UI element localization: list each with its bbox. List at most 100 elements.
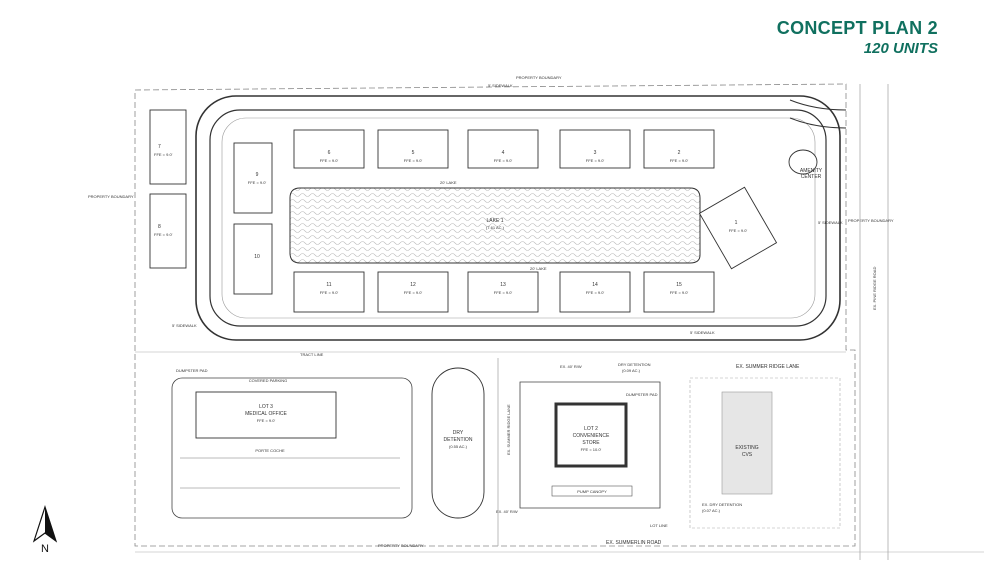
summer-ridge-lane-vertical-label: EX. SUMMER RIDGE LANE bbox=[506, 404, 511, 455]
sidewalk-left: 5' SIDEWALK bbox=[172, 323, 197, 328]
property-boundary-left: PROPERTY BOUNDARY bbox=[88, 194, 134, 199]
pump-canopy-label: PUMP CANOPY bbox=[577, 489, 607, 494]
property-boundary-right: PROPERTY BOUNDARY bbox=[848, 218, 894, 223]
lot-2-parking bbox=[519, 381, 661, 509]
lot-3-label: LOT 3 bbox=[259, 404, 273, 410]
building-1-group bbox=[698, 186, 778, 270]
building-4 bbox=[467, 129, 539, 169]
covered-parking-label: COVERED PARKING bbox=[249, 378, 288, 383]
building-13-ffe: FFE = 9.0' bbox=[494, 290, 513, 295]
ex-dry-detention-label: EX. DRY DETENTION bbox=[702, 502, 742, 507]
medical-parking-stripes bbox=[180, 457, 400, 489]
building-9-number: 9 bbox=[256, 172, 259, 178]
building-5-number: 5 bbox=[412, 150, 415, 156]
building-3-ffe: FFE = 9.0' bbox=[586, 158, 605, 163]
store-label: STORE bbox=[582, 440, 600, 446]
loop-road-outer bbox=[195, 95, 841, 341]
dry-detention-label: DRY bbox=[453, 430, 464, 436]
building-6-ffe: FFE = 9.0' bbox=[320, 158, 339, 163]
plan-subtitle: 120 UNITS bbox=[863, 40, 938, 57]
building-2-ffe: FFE = 9.0' bbox=[670, 158, 689, 163]
building-7-number: 7 bbox=[158, 144, 161, 150]
store-ffe: FFE = 10.0' bbox=[581, 447, 602, 452]
building-8-ffe: FFE = 9.0' bbox=[154, 232, 173, 237]
building-11-ffe: FFE = 9.0' bbox=[320, 290, 339, 295]
building-14 bbox=[559, 271, 631, 313]
building-13 bbox=[467, 271, 539, 313]
building-14-number: 14 bbox=[592, 282, 598, 288]
loop-sidewalk bbox=[221, 117, 816, 319]
north-arrow-icon bbox=[32, 505, 58, 543]
amenity-label: AMENITY bbox=[800, 168, 823, 174]
ex-dry-detention-area: (0.07 AC.) bbox=[702, 508, 721, 513]
tract-line-label: TRACT LINE bbox=[300, 352, 324, 357]
existing-cvs-building bbox=[721, 391, 773, 495]
summer-ridge-lane-label: EX. SUMMER RIDGE LANE bbox=[736, 364, 800, 370]
building-1-number: 1 bbox=[735, 220, 738, 226]
amenity-label-2: CENTER bbox=[801, 174, 822, 180]
sidewalk-bottom: 5' SIDEWALK bbox=[690, 330, 715, 335]
row-label-bottom: EX. 40' R/W bbox=[496, 509, 518, 514]
building-8 bbox=[149, 193, 187, 269]
loop-road-inner bbox=[209, 109, 827, 327]
dumpster-pad-label: DUMPSTER PAD bbox=[176, 368, 208, 373]
property-boundary-line bbox=[134, 83, 856, 547]
dry-detention-label-2: DETENTION bbox=[444, 437, 473, 443]
building-11 bbox=[293, 271, 365, 313]
building-15 bbox=[643, 271, 715, 313]
lot-2-label: LOT 2 bbox=[584, 426, 598, 432]
building-5-ffe: FFE = 9.0' bbox=[404, 158, 423, 163]
building-6 bbox=[293, 129, 365, 169]
entry-drive bbox=[789, 99, 847, 129]
building-4-number: 4 bbox=[502, 150, 505, 156]
dry-detention-pond bbox=[431, 367, 485, 519]
plan-title-block: CONCEPT PLAN 2 120 UNITS bbox=[777, 18, 938, 57]
plan-title: CONCEPT PLAN 2 bbox=[776, 18, 938, 38]
medical-office-building bbox=[195, 391, 337, 439]
row-label: EX. 40' R/W bbox=[560, 364, 582, 369]
porte-coche-label: PORTE COCHE bbox=[255, 448, 285, 453]
bottom-building-row: 11 12 13 14 15 FFE = 9.0' FFE = 9.0' FFE… bbox=[293, 271, 715, 313]
building-12-ffe: FFE = 9.0' bbox=[404, 290, 423, 295]
dry-detention-top-area: (0.09 AC.) bbox=[622, 368, 641, 373]
building-11-number: 11 bbox=[326, 282, 331, 288]
building-12-number: 12 bbox=[410, 282, 416, 288]
building-9-ffe: FFE = 9.0' bbox=[248, 180, 267, 185]
medical-office-label: MEDICAL OFFICE bbox=[245, 411, 287, 417]
building-12 bbox=[377, 271, 449, 313]
building-4-ffe: FFE = 9.0' bbox=[494, 158, 513, 163]
building-6-number: 6 bbox=[328, 150, 331, 156]
pump-canopy bbox=[551, 485, 633, 497]
building-15-number: 15 bbox=[676, 282, 682, 288]
convenience-label: CONVENIENCE bbox=[573, 433, 610, 439]
lake-dimension-bottom: 20' LAKE bbox=[530, 266, 547, 271]
building-15-ffe: FFE = 9.0' bbox=[670, 290, 689, 295]
building-13-number: 13 bbox=[500, 282, 506, 288]
building-7 bbox=[149, 109, 187, 185]
building-9 bbox=[233, 142, 273, 214]
lake-label: LAKE 1 bbox=[487, 218, 504, 224]
building-10-number: 10 bbox=[254, 254, 260, 260]
convenience-store-building bbox=[554, 402, 628, 468]
cvs-label: CVS bbox=[742, 452, 753, 458]
lake-1 bbox=[289, 187, 701, 264]
building-14-ffe: FFE = 9.0' bbox=[586, 290, 605, 295]
building-2 bbox=[643, 129, 715, 169]
building-3 bbox=[559, 129, 631, 169]
building-2-number: 2 bbox=[678, 150, 681, 156]
cvs-parking-area bbox=[689, 377, 841, 529]
building-8-number: 8 bbox=[158, 224, 161, 230]
dry-detention-top-label: DRY DETENTION bbox=[618, 362, 651, 367]
building-5 bbox=[377, 129, 449, 169]
building-3-number: 3 bbox=[594, 150, 597, 156]
dumpster-pad-lot2-label: DUMPSTER PAD bbox=[626, 392, 658, 397]
north-label: N bbox=[41, 543, 49, 555]
medical-ffe: FFE = 9.0' bbox=[257, 418, 276, 423]
building-10 bbox=[233, 223, 273, 295]
lake-dimension-top: 20' LAKE bbox=[440, 180, 457, 185]
lake-area-label: (7.61 AC.) bbox=[486, 225, 505, 230]
lot-line-label: LOT LINE bbox=[650, 523, 668, 528]
amenity-center-building bbox=[788, 149, 818, 175]
sidewalk-top: 5' SIDEWALK bbox=[488, 83, 513, 88]
